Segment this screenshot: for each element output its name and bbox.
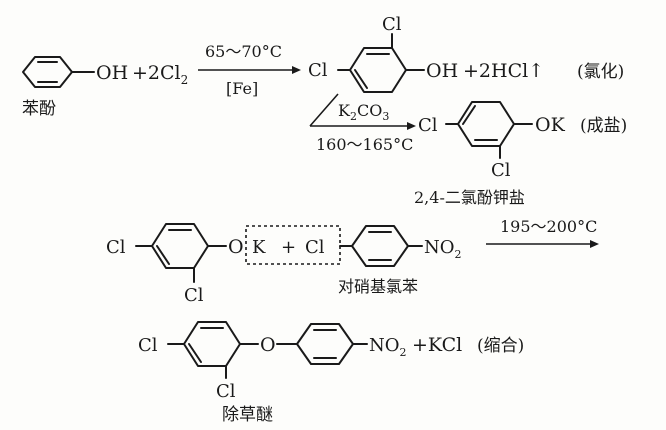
- box-chlorine: Cl: [305, 237, 325, 258]
- dichlorophenol-cl-left: Cl: [308, 60, 328, 81]
- condensation-temperature: 195～200°C: [500, 217, 597, 236]
- reactant-cl-bottom: Cl: [184, 285, 204, 306]
- nitrofen-cl-bottom: Cl: [216, 381, 236, 402]
- salt-reactant-ring: [135, 223, 227, 283]
- nitrofen-ether-oxygen: O: [260, 334, 276, 356]
- phenol-label: 苯酚: [22, 99, 56, 119]
- nitrofen-right-ring: [276, 323, 368, 365]
- salt-formation-arrowhead: [407, 122, 416, 130]
- potassium-salt-label: 2,4-二氯酚钾盐: [414, 188, 525, 207]
- salt-formation-temperature: 160～165°C: [316, 135, 413, 154]
- condensation-arrowhead: [590, 240, 599, 248]
- chlorination-arrowhead: [292, 66, 301, 74]
- nitrofen-nitro: NO2: [369, 335, 407, 359]
- box-plus: +: [281, 237, 296, 258]
- potassium-carbonate: K2CO3: [338, 101, 389, 123]
- nitrofen-cl-left: Cl: [138, 335, 158, 356]
- plus-kcl: +KCl: [412, 334, 462, 356]
- condensation-note: (缩合): [477, 336, 524, 356]
- salt-cl-left: Cl: [418, 115, 438, 136]
- nitrofen-label: 除草醚: [222, 405, 273, 425]
- iron-catalyst: [Fe]: [226, 79, 258, 98]
- nitrofen-left-ring: [167, 321, 259, 379]
- reactant-oxygen: O: [228, 236, 244, 258]
- phenol-oh: OH: [96, 62, 128, 84]
- dichlorophenol-ring: [337, 33, 425, 93]
- chlorination-temperature: 65～70°C: [205, 42, 282, 61]
- plus-hcl: +2HCl↑: [463, 60, 544, 82]
- box-potassium: K: [252, 237, 266, 258]
- potassium-salt-ring: [445, 101, 533, 159]
- salt-cl-bottom: Cl: [491, 160, 511, 181]
- salt-formation-note: (成盐): [580, 116, 627, 136]
- chlorination-note: (氯化): [577, 62, 624, 82]
- nitrochlorobenzene-label: 对硝基氯苯: [338, 277, 418, 296]
- salt-branch-line: [309, 93, 339, 127]
- phenol-ring: [22, 56, 95, 88]
- nitrochlorobenzene-ring: [339, 225, 423, 267]
- reactant-nitro: NO2: [424, 237, 462, 261]
- dichlorophenol-cl-top: Cl: [382, 14, 402, 35]
- reactant-cl-left: Cl: [106, 237, 126, 258]
- salt-ok: OK: [535, 114, 566, 136]
- dichlorophenol-oh: OH: [426, 60, 458, 82]
- plus-chlorine: +2Cl2: [132, 62, 188, 87]
